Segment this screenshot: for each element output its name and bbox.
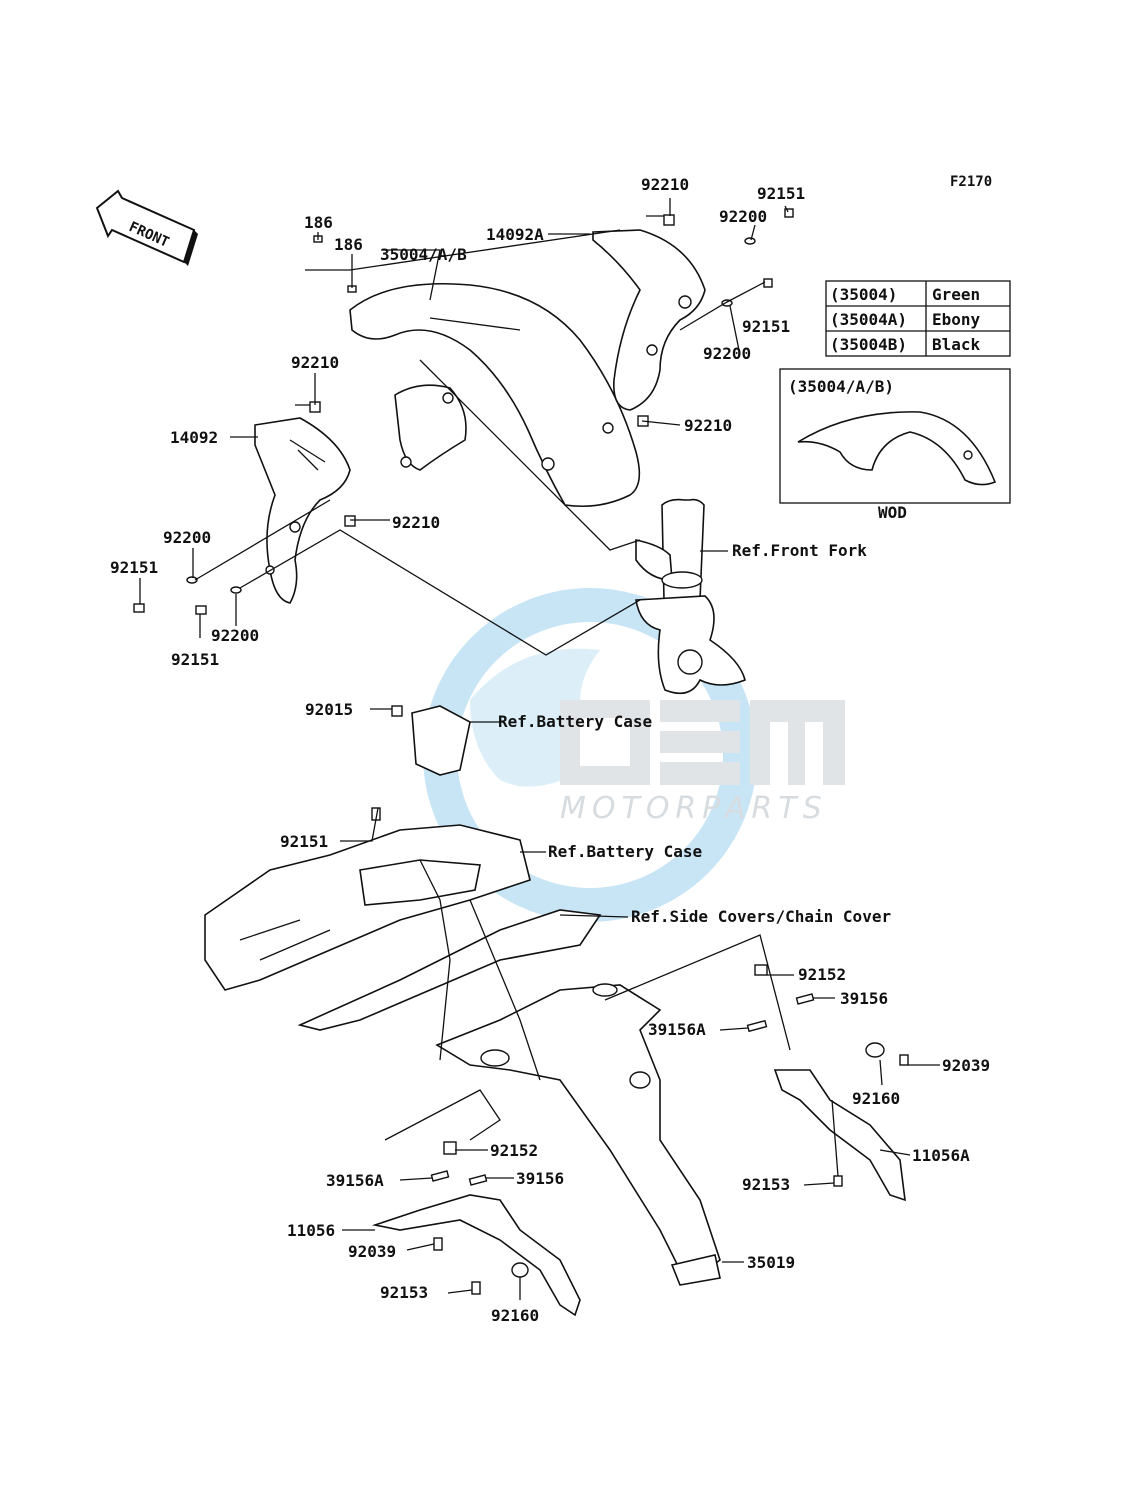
callout-39156-l: 39156 bbox=[516, 1169, 564, 1188]
callout-35019: 35019 bbox=[747, 1253, 795, 1272]
callout-39156a-r: 39156A bbox=[648, 1020, 706, 1039]
callout-92152-r: 92152 bbox=[798, 965, 846, 984]
color-table: (35004) Green (35004A) Ebony (35004B) Bl… bbox=[825, 280, 1011, 357]
color-name-1: Green bbox=[932, 285, 980, 304]
callout-186-a: 186 bbox=[304, 213, 333, 232]
left-fender-cover bbox=[254, 417, 351, 604]
callout-35004: 35004/A/B bbox=[380, 245, 467, 264]
callout-92153-r: 92153 bbox=[742, 1175, 790, 1194]
callout-92200-l: 92200 bbox=[163, 528, 211, 547]
watermark-subtitle: MOTORPARTS bbox=[560, 791, 828, 826]
inset-title: (35004/A/B) bbox=[788, 377, 894, 396]
leader-lines-rear bbox=[340, 807, 940, 1300]
ref-battery-case-2: Ref.Battery Case bbox=[548, 842, 702, 861]
callout-92151-tr2: 92151 bbox=[742, 317, 790, 336]
callout-92200-tr2: 92200 bbox=[703, 344, 751, 363]
callout-14092: 14092 bbox=[170, 428, 218, 447]
callout-92015: 92015 bbox=[305, 700, 353, 719]
left-footrest-bracket bbox=[371, 1141, 581, 1317]
callout-186-b: 186 bbox=[334, 235, 363, 254]
color-code-2: (35004A) bbox=[830, 310, 907, 329]
callout-92210-l: 92210 bbox=[291, 353, 339, 372]
callout-92160-r: 92160 bbox=[852, 1089, 900, 1108]
callout-92039-r: 92039 bbox=[942, 1056, 990, 1075]
leader-lines-top bbox=[139, 198, 789, 656]
license-plate-bracket bbox=[435, 983, 721, 1286]
callout-92200-l2: 92200 bbox=[211, 626, 259, 645]
callout-39156-r: 39156 bbox=[840, 989, 888, 1008]
callout-labels: 186 186 35004/A/B 14092A 92210 92151 922… bbox=[110, 175, 990, 1325]
front-fender bbox=[349, 282, 641, 508]
ref-side-covers: Ref.Side Covers/Chain Cover bbox=[631, 907, 891, 926]
callout-92210-top: 92210 bbox=[641, 175, 689, 194]
ref-front-fork: Ref.Front Fork bbox=[732, 541, 867, 560]
callout-92153-l: 92153 bbox=[380, 1283, 428, 1302]
callout-92210-r: 92210 bbox=[684, 416, 732, 435]
callout-14092a: 14092A bbox=[486, 225, 544, 244]
callout-92151-m: 92151 bbox=[280, 832, 328, 851]
front-fork bbox=[635, 498, 746, 695]
rear-inner-fender bbox=[204, 807, 602, 1031]
callout-92151-l: 92151 bbox=[110, 558, 158, 577]
right-footrest-bracket bbox=[746, 964, 909, 1202]
ref-battery-case-1: Ref.Battery Case bbox=[498, 712, 652, 731]
callout-11056: 11056 bbox=[287, 1221, 335, 1240]
callout-92151-tr: 92151 bbox=[757, 184, 805, 203]
callout-92210-m: 92210 bbox=[392, 513, 440, 532]
callout-39156a-l: 39156A bbox=[326, 1171, 384, 1190]
callout-92152-l: 92152 bbox=[490, 1141, 538, 1160]
right-fender-cover bbox=[592, 229, 706, 411]
color-code-1: (35004) bbox=[830, 285, 897, 304]
battery-bracket bbox=[370, 705, 500, 776]
color-name-3: Black bbox=[932, 335, 981, 354]
callout-92151-l2: 92151 bbox=[171, 650, 219, 669]
callout-92039-l: 92039 bbox=[348, 1242, 396, 1261]
callout-92200-tr: 92200 bbox=[719, 207, 767, 226]
front-arrow-icon: FRONT bbox=[95, 189, 198, 266]
callout-11056a: 11056A bbox=[912, 1146, 970, 1165]
callout-92160-l: 92160 bbox=[491, 1306, 539, 1325]
inset-caption: WOD bbox=[878, 503, 907, 522]
color-name-2: Ebony bbox=[932, 310, 981, 329]
color-code-3: (35004B) bbox=[830, 335, 907, 354]
inset-fender-wod: (35004/A/B) WOD bbox=[779, 368, 1011, 522]
figure-code: F2170 bbox=[950, 174, 992, 190]
